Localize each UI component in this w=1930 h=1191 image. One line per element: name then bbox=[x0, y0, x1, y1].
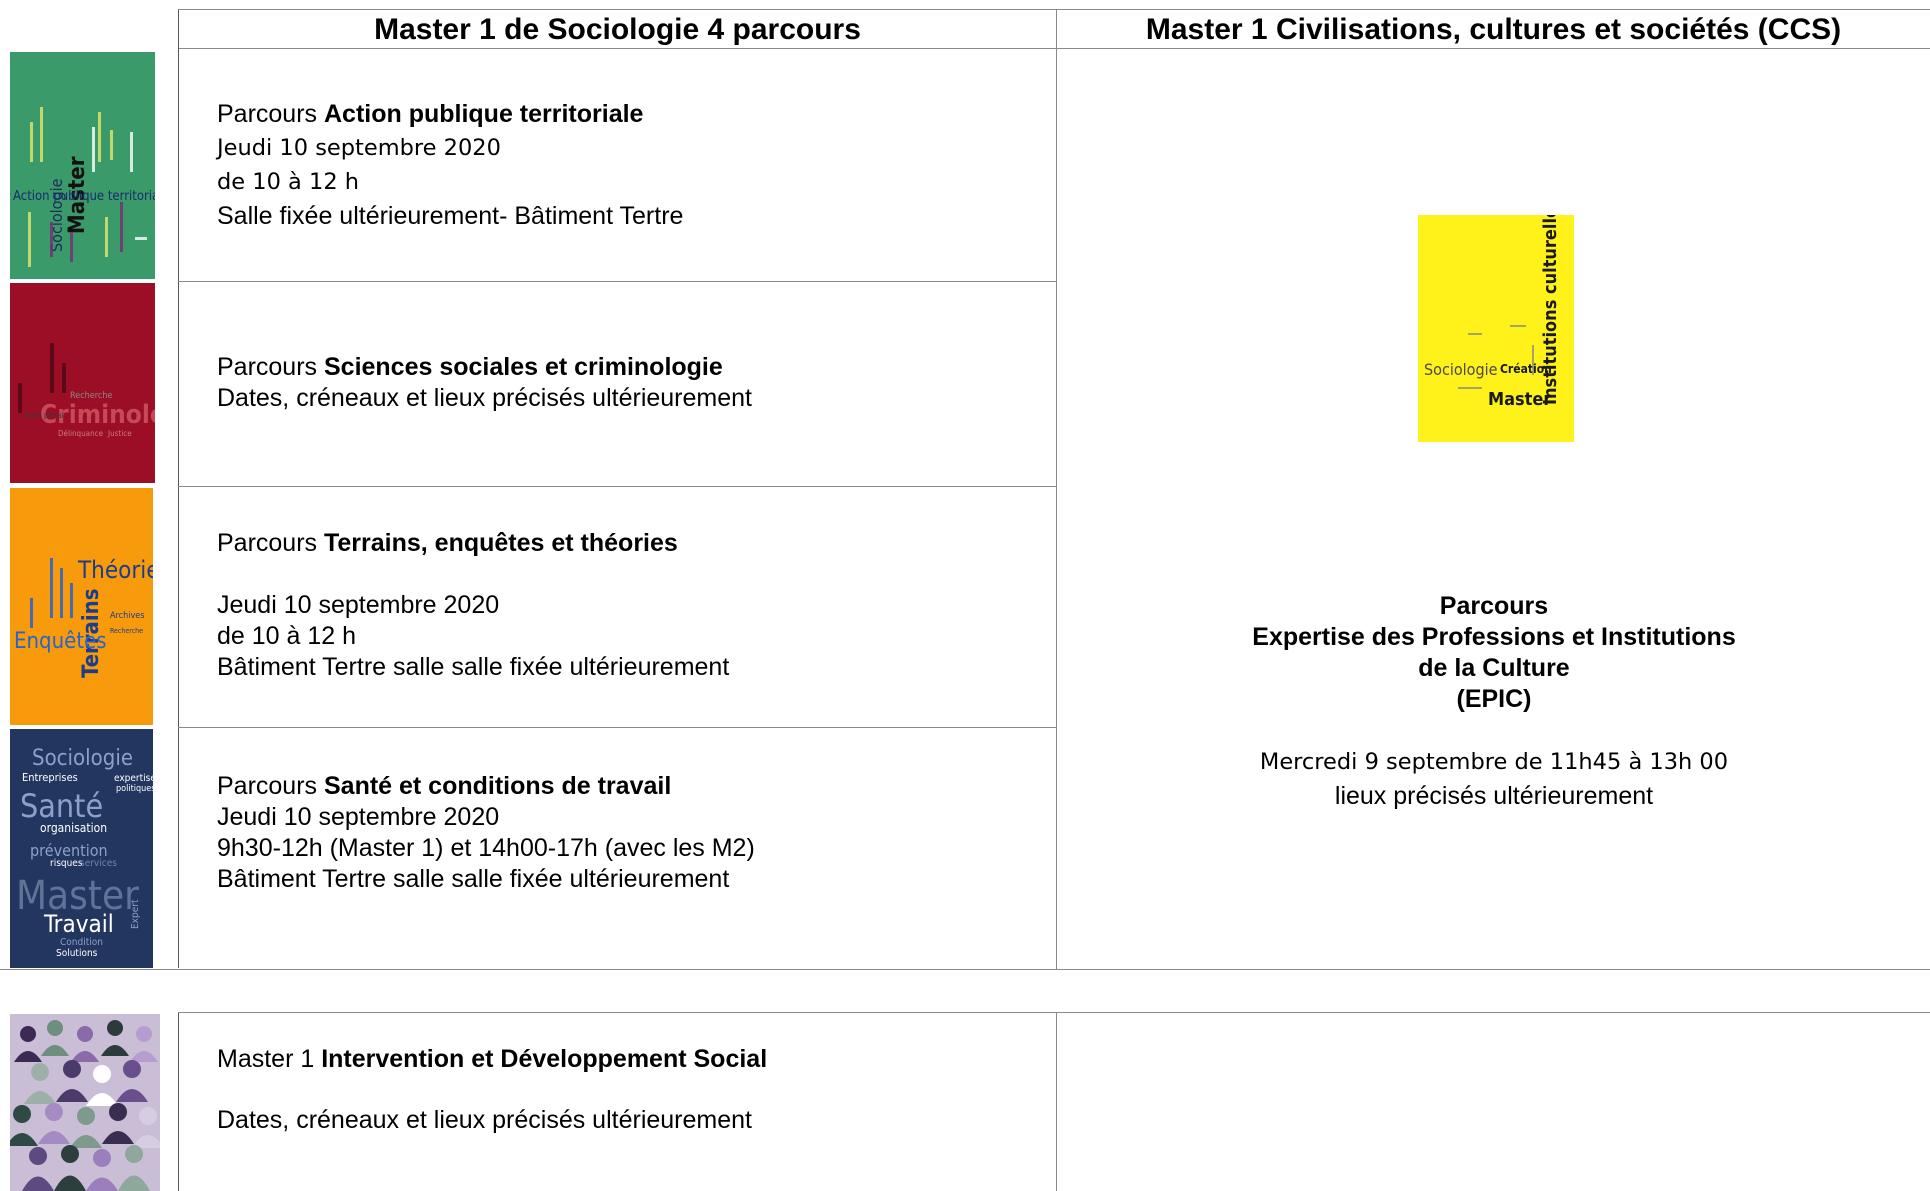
svg-text:Théories: Théories bbox=[77, 556, 153, 584]
svg-text:Criminologie: Criminologie bbox=[40, 400, 155, 430]
svg-text:Condition: Condition bbox=[60, 937, 103, 948]
master-ids-cell: Master 1 Intervention et Développement S… bbox=[217, 1042, 767, 1137]
parcours-title: Terrains, enquêtes et théories bbox=[323, 529, 678, 557]
parcours-date: Jeudi 10 septembre 2020 bbox=[217, 135, 501, 161]
master-info: Dates, créneaux et lieux précisés ultéri… bbox=[217, 1106, 752, 1134]
svg-text:Sociologie: Sociologie bbox=[1424, 360, 1498, 379]
parcours-criminologie-cell: Parcours Sciences sociales et criminolog… bbox=[217, 352, 752, 414]
svg-text:Master: Master bbox=[1488, 389, 1551, 410]
svg-text:Entreprises: Entreprises bbox=[22, 771, 78, 784]
svg-text:services: services bbox=[80, 858, 117, 869]
parcours-place: Bâtiment Tertre salle salle fixée ultéri… bbox=[217, 653, 730, 681]
svg-text:Recherche: Recherche bbox=[70, 391, 112, 401]
word-cloud-epic-image: Institutions culturelles Sociologie Créa… bbox=[1418, 215, 1574, 442]
svg-text:Master: Master bbox=[16, 873, 139, 919]
svg-text:Sociologie: Sociologie bbox=[32, 746, 133, 771]
parcours-terrains-cell: Parcours Terrains, enquêtes et théories … bbox=[217, 528, 729, 683]
parcours-title: Sciences sociales et criminologie bbox=[323, 353, 723, 381]
parcours-time: de 10 à 12 h bbox=[217, 622, 357, 650]
parcours-info: Dates, créneaux et lieux précisés ultéri… bbox=[217, 384, 752, 412]
svg-text:Travail: Travail bbox=[43, 910, 114, 938]
svg-text:risques: risques bbox=[50, 858, 83, 869]
parcours-time: de 10 à 12 h bbox=[217, 169, 360, 195]
header-sociologie: Master 1 de Sociologie 4 parcours bbox=[374, 13, 861, 46]
svg-text:Délinquance: Délinquance bbox=[58, 428, 104, 438]
svg-text:Droit pénal: Droit pénal bbox=[24, 410, 64, 420]
parcours-place: Bâtiment Tertre salle salle fixée ultéri… bbox=[217, 865, 730, 893]
epic-title-line: Parcours bbox=[1439, 592, 1549, 620]
epic-title-line: de la Culture bbox=[1418, 654, 1570, 682]
svg-text:Enquêtes: Enquêtes bbox=[14, 629, 107, 654]
svg-text:Santé: Santé bbox=[20, 787, 103, 825]
epic-place: lieux précisés ultérieurement bbox=[1334, 782, 1654, 810]
svg-text:Expert: Expert bbox=[130, 899, 141, 929]
header-ccs: Master 1 Civilisations, cultures et soci… bbox=[1145, 13, 1842, 46]
svg-text:Création: Création bbox=[1500, 362, 1552, 376]
svg-text:organisation: organisation bbox=[40, 821, 107, 835]
word-cloud-apt-image: Sociologie Master Action publique territ… bbox=[10, 52, 155, 279]
svg-text:Recherche: Recherche bbox=[110, 627, 143, 635]
epic-title-line: Expertise des Professions et Institution… bbox=[1252, 623, 1736, 651]
svg-text:politiques: politiques bbox=[116, 784, 153, 794]
svg-text:Terrains: Terrains bbox=[79, 588, 104, 678]
word-cloud-sante-travail-image: Sociologie Entreprises expertise politiq… bbox=[10, 729, 153, 968]
svg-text:Justice: Justice bbox=[107, 429, 132, 438]
parcours-apt-cell: Parcours Action publique territoriale Je… bbox=[217, 97, 683, 233]
epic-date: Mercredi 9 septembre de 11h45 à 13h 00 bbox=[1259, 749, 1729, 775]
svg-text:Action publique territoriale: Action publique territoriale bbox=[13, 189, 155, 204]
parcours-prefix: Parcours bbox=[217, 100, 324, 128]
epic-cell: Parcours Expertise des Professions et In… bbox=[1057, 591, 1930, 715]
word-cloud-criminologie-image: Criminologie Recherche Droit pénal Délin… bbox=[10, 283, 155, 483]
parcours-sante-cell: Parcours Santé et conditions de travail … bbox=[217, 771, 755, 895]
silhouettes-crowd-image bbox=[10, 1014, 160, 1191]
svg-text:Master: Master bbox=[65, 156, 90, 234]
parcours-prefix: Parcours bbox=[217, 772, 324, 800]
parcours-prefix: Parcours bbox=[217, 529, 324, 557]
epic-title-line: (EPIC) bbox=[1456, 685, 1532, 713]
parcours-title: Action publique territoriale bbox=[323, 100, 644, 128]
parcours-title: Santé et conditions de travail bbox=[323, 772, 672, 800]
parcours-date: Jeudi 10 septembre 2020 bbox=[217, 591, 500, 619]
svg-text:prévention: prévention bbox=[30, 841, 108, 860]
svg-text:Archives: Archives bbox=[110, 611, 145, 621]
master-title: Intervention et Développement Social bbox=[321, 1045, 768, 1073]
svg-text:Institutions culturelles: Institutions culturelles bbox=[1540, 215, 1561, 405]
parcours-time: 9h30-12h (Master 1) et 14h00-17h (avec l… bbox=[217, 834, 755, 862]
parcours-place: Salle fixée ultérieurement- Bâtiment Ter… bbox=[217, 202, 684, 230]
svg-text:expertise: expertise bbox=[114, 773, 153, 784]
word-cloud-terrains-image: Théories Terrains Enquêtes Archives Rech… bbox=[10, 488, 153, 725]
master-prefix: Master 1 bbox=[217, 1045, 322, 1073]
parcours-prefix: Parcours bbox=[217, 353, 324, 381]
parcours-date: Jeudi 10 septembre 2020 bbox=[217, 803, 500, 831]
svg-text:Solutions: Solutions bbox=[56, 948, 98, 959]
